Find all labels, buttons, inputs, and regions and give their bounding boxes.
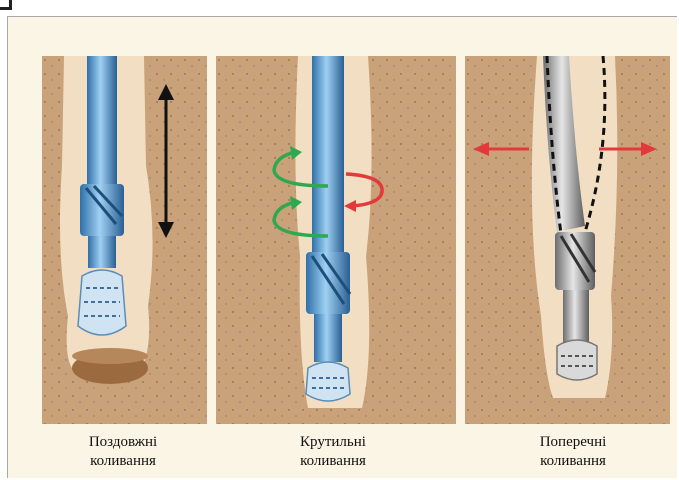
caption-lateral-line2: коливання bbox=[508, 452, 638, 471]
caption-lateral: Поперечні коливання bbox=[508, 433, 638, 471]
drill-bit bbox=[557, 340, 597, 380]
caption-torsional-line2: коливання bbox=[268, 452, 398, 471]
caption-torsional: Крутильні коливання bbox=[268, 433, 398, 471]
caption-torsional-line1: Крутильні bbox=[268, 433, 398, 452]
caption-axial-line1: Поздовжні bbox=[58, 433, 188, 452]
axial-illustration bbox=[42, 56, 207, 424]
caption-lateral-line1: Поперечні bbox=[508, 433, 638, 452]
caption-axial: Поздовжні коливання bbox=[58, 433, 188, 471]
drill-bit bbox=[306, 362, 350, 401]
caption-axial-line2: коливання bbox=[58, 452, 188, 471]
panel-torsional-vibration bbox=[216, 56, 456, 424]
lateral-illustration bbox=[465, 56, 670, 424]
panel-lateral-vibration bbox=[465, 56, 670, 424]
panel-axial-vibration bbox=[42, 56, 207, 424]
corner-mark bbox=[0, 0, 12, 10]
drill-pipe bbox=[87, 56, 117, 184]
drill-pipe bbox=[312, 56, 344, 252]
torsional-illustration bbox=[216, 56, 456, 424]
